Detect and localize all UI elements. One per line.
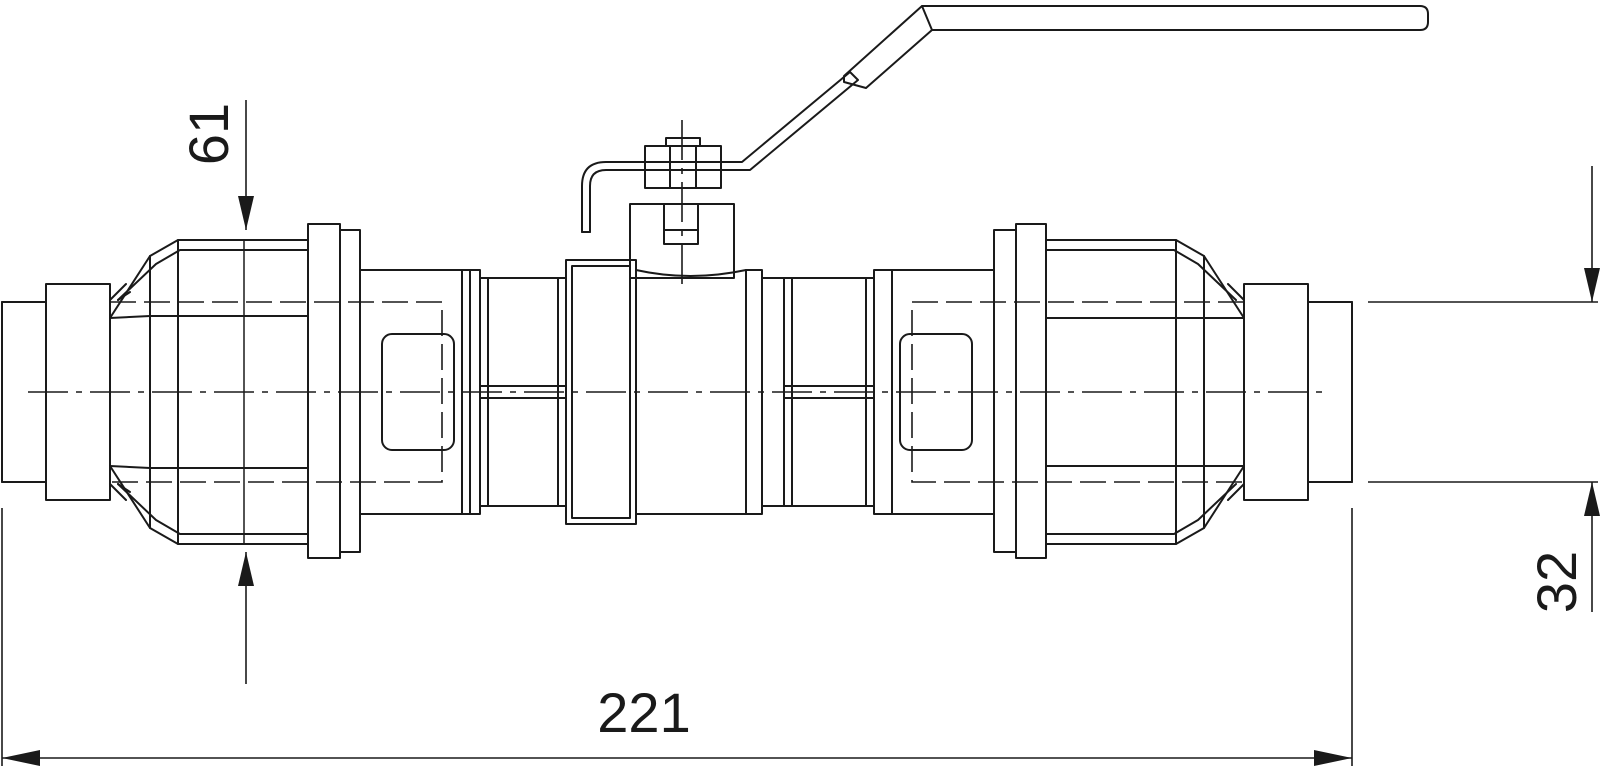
lever-handle [581, 5, 1429, 233]
arrow-down-icon [1584, 268, 1600, 302]
arrow-up-icon [238, 552, 254, 586]
left-pipe-stub [1, 301, 47, 483]
arrow-right-icon [1314, 750, 1352, 766]
arrow-up-icon [1584, 482, 1600, 516]
dimension-pipe-diameter: 32 [1368, 166, 1600, 613]
arrow-left-icon [2, 750, 40, 766]
pipe-diameter-label: 32 [1525, 551, 1588, 613]
dimension-outer-diameter: 61 [177, 100, 254, 684]
arrow-down-icon [238, 196, 254, 230]
left-compression-coupling [45, 223, 481, 559]
outer-diameter-label: 61 [177, 103, 240, 165]
dimension-overall-length: 221 [1, 508, 1353, 766]
valve-body [565, 137, 785, 525]
overall-length-label: 221 [597, 681, 690, 744]
right-pipe-stub [1307, 301, 1353, 483]
right-compression-coupling [873, 223, 1309, 559]
